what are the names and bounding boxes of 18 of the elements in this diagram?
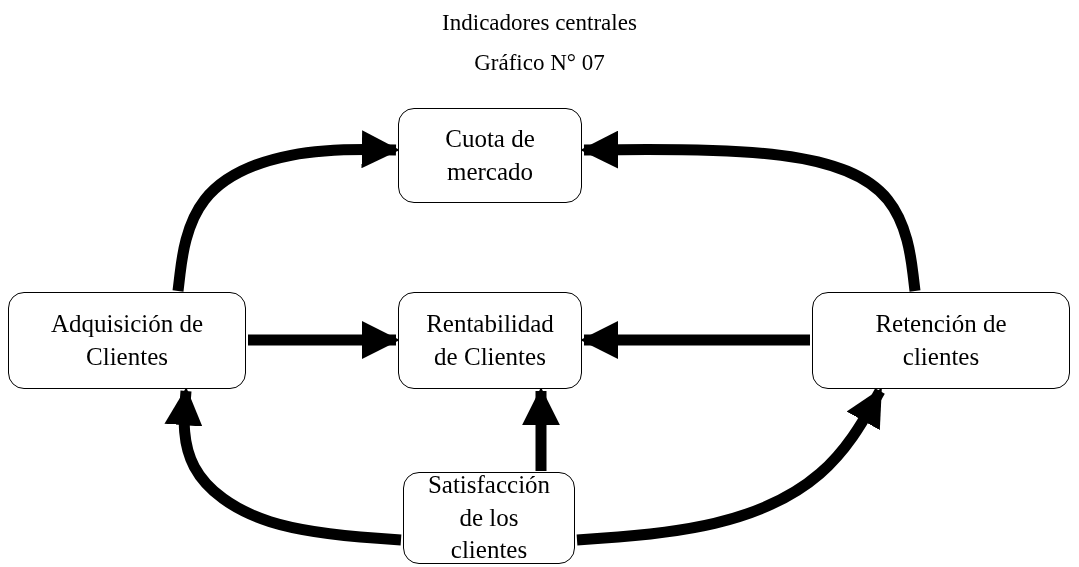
node-label: Adquisición de Clientes	[49, 309, 205, 372]
rounded-box	[403, 472, 575, 564]
arrow	[580, 130, 921, 292]
arrow	[248, 321, 400, 359]
arrow	[576, 387, 885, 546]
rounded-box	[812, 292, 1070, 389]
title: Indicadores centrales	[442, 10, 637, 36]
node-label: Retención de clientes	[874, 309, 1008, 372]
rounded-box	[398, 108, 582, 203]
node-label: Satisfacción de los clientes	[426, 470, 552, 566]
arrow	[164, 387, 402, 546]
caption: Gráfico N° 07	[474, 50, 605, 76]
node-label: Rentabilidad de Clientes	[425, 309, 555, 372]
rounded-box	[8, 292, 246, 389]
arrow	[580, 321, 810, 359]
node-label: Cuota de mercado	[444, 124, 536, 187]
arrow	[172, 130, 400, 292]
rounded-box	[398, 292, 582, 389]
